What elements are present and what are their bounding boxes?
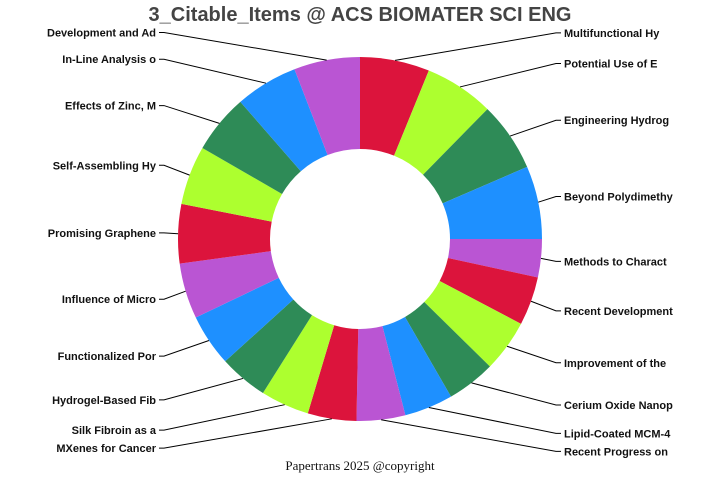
label-leader-line [159,340,210,357]
donut-slice [405,302,490,397]
label-leader-line [381,419,561,452]
label-leader-line [540,257,561,262]
slice-label: Engineering Hydrog [564,115,669,127]
donut-slice [262,315,335,414]
label-leader-line [530,300,561,312]
donut-slice [195,277,294,362]
chart-footer: Papertrans 2025 @copyright [285,458,435,473]
donut-slice [225,299,313,393]
label-leader-line [159,164,190,176]
donut-slice [202,101,301,194]
slice-label: Silk Fibroin as a [72,425,157,437]
donut-slice [307,325,359,421]
donut-slice [382,316,451,416]
label-leader-line [428,406,561,434]
slice-label: Hydrogel-Based Fib [52,395,156,407]
label-leader-line [509,119,561,137]
slice-label: Influence of Micro [62,294,156,306]
label-leader-line [471,382,561,406]
slice-label: Development and Ad [47,28,156,40]
donut-slice [178,203,272,264]
donut-slice [240,69,328,172]
slice-label: Methods to Charact [564,256,667,268]
donut-slice [447,239,543,278]
slice-label: Recent Progress on [564,446,668,458]
label-leader-line [159,58,267,84]
slice-label: Recent Development [564,306,673,318]
label-leader-line [159,105,220,124]
slice-label: Promising Graphene [48,228,156,240]
slice-label: In-Line Analysis o [62,54,156,66]
donut-slice [439,258,538,324]
label-leader-line [159,377,244,401]
donut-slice [424,280,522,367]
label-leader-line [394,32,561,61]
donut-slice [423,109,528,204]
slice-label: Cerium Oxide Nanop [564,400,673,412]
donut-slice [181,148,283,222]
chart-title: 3_Citable_Items @ ACS BIOMATER SCI ENG [148,4,572,26]
label-leader-line [159,418,332,449]
label-leader-line [159,404,285,431]
donut-slice [294,57,360,156]
donut-slice [442,166,542,239]
donut-slice [360,57,429,156]
slice-label: Beyond Polydimethy [564,192,674,204]
label-leader-line [506,345,561,364]
label-leader-line [459,63,561,88]
label-leader-line [159,32,327,61]
slice-label: Functionalized Por [58,351,157,363]
slice-label: Multifunctional Hy [564,28,660,40]
label-leader-line [159,290,186,300]
donut-slice [179,251,279,318]
slice-label: Improvement of the [564,358,666,370]
donut-slice [394,70,488,175]
label-leader-line [159,232,179,235]
donut-slice [356,326,406,422]
label-leader-line [538,196,561,203]
slice-label: Effects of Zinc, M [65,101,156,113]
slice-label: MXenes for Cancer [56,443,156,455]
slice-label: Lipid-Coated MCM-4 [564,428,671,440]
slice-label: Potential Use of E [564,59,658,71]
slice-label: Self-Assembling Hy [53,160,157,172]
